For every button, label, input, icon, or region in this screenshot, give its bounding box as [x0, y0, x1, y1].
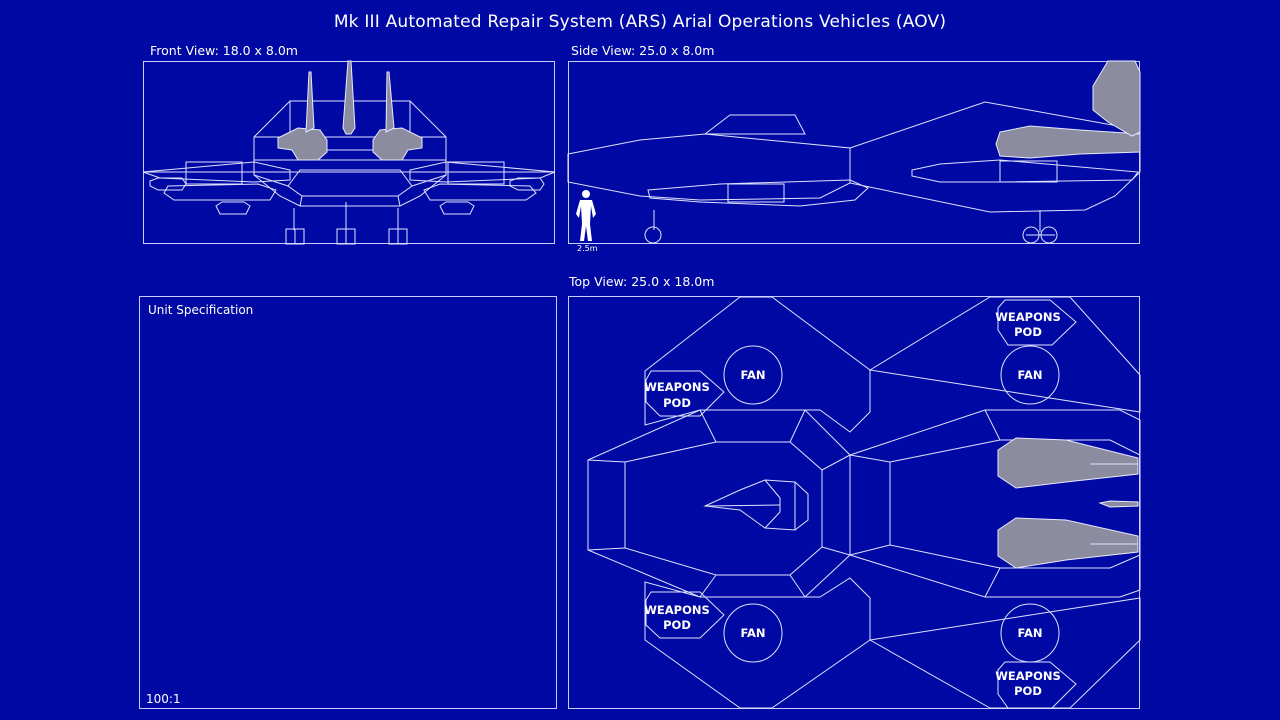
unit-specification-panel: Unit Specification 100:1 — [139, 296, 557, 709]
top-view-label: Top View: 25.0 x 18.0m — [569, 274, 715, 289]
side-view-label: Side View: 25.0 x 8.0m — [571, 43, 715, 58]
weapons-pod-label: WEAPONS — [995, 310, 1061, 324]
page-title: Mk III Automated Repair System (ARS) Ari… — [333, 12, 947, 32]
weapons-pod-label: WEAPONS — [995, 669, 1061, 683]
human-scale-figure — [576, 190, 596, 241]
fan-label: FAN — [740, 368, 765, 382]
weapons-pod-label: POD — [663, 618, 691, 632]
top-view-drawing — [587, 296, 1141, 709]
fan-label: FAN — [1017, 368, 1042, 382]
weapons-pod-label: WEAPONS — [644, 380, 710, 394]
unit-specification-label: Unit Specification — [148, 303, 254, 317]
side-view-drawing — [567, 60, 1141, 244]
human-scale-label: 2.5m — [577, 244, 598, 253]
weapons-pod-label: POD — [1014, 325, 1042, 339]
fan-label: FAN — [1017, 626, 1042, 640]
weapons-pod-label: POD — [1014, 684, 1042, 698]
weapons-pod-label: POD — [663, 396, 691, 410]
front-view-label: Front View: 18.0 x 8.0m — [150, 43, 298, 58]
fan-label: FAN — [740, 626, 765, 640]
front-view-drawing — [142, 60, 556, 245]
weapons-pod-label: WEAPONS — [644, 603, 710, 617]
scale-ratio: 100:1 — [146, 692, 181, 706]
